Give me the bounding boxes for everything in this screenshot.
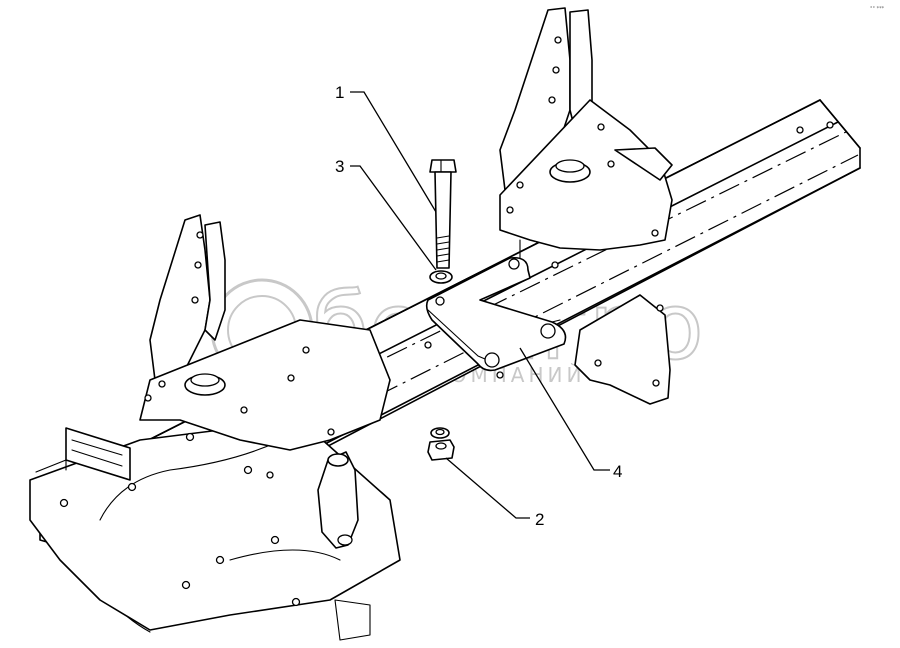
part-3-washer xyxy=(429,270,453,284)
callout-1: 1 xyxy=(335,83,344,102)
right-lower-plate xyxy=(519,239,671,405)
left-slot-tab xyxy=(35,427,131,481)
beam-holes xyxy=(266,121,834,479)
corner-mark: °° *** xyxy=(870,6,885,12)
leader-4 xyxy=(519,347,610,471)
leader-3 xyxy=(350,165,437,271)
center-clamp xyxy=(317,451,371,641)
right-bracket xyxy=(499,7,673,251)
callout-3: 3 xyxy=(335,157,344,176)
part-4-plate xyxy=(425,256,567,372)
callout-2: 2 xyxy=(535,510,544,529)
leader-2 xyxy=(445,457,530,519)
part-2-nut xyxy=(427,427,455,461)
left-bracket xyxy=(139,214,391,451)
callout-4: 4 xyxy=(613,462,622,481)
leader-lines xyxy=(350,91,610,519)
callout-labels: 1 2 3 4 xyxy=(335,83,622,529)
part-1-bolt xyxy=(429,159,457,269)
leader-1 xyxy=(350,91,437,213)
